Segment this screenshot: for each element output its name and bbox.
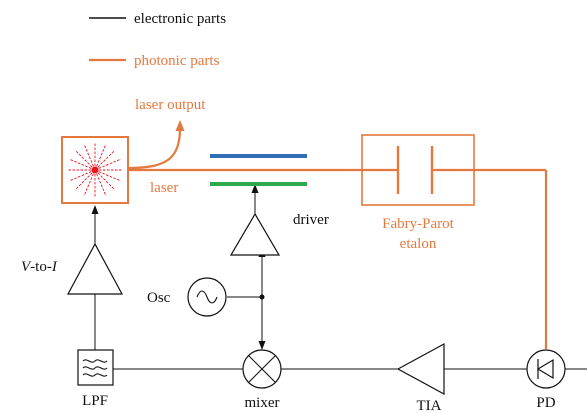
- laser-output-arrowhead: [175, 120, 185, 131]
- legend-photonic-label: photonic parts: [134, 53, 220, 69]
- laser-output-label: laser output: [135, 97, 206, 113]
- photodiode: [526, 349, 566, 389]
- fabry-perot-label-line1: Fabry-Parot: [382, 216, 454, 232]
- laser-block: [61, 136, 129, 204]
- laser-label: laser: [150, 180, 178, 196]
- osc-label: Osc: [147, 290, 171, 306]
- photonic-path: [127, 127, 548, 349]
- laser-output-branch: [127, 127, 182, 170]
- tia-amplifier: [396, 342, 445, 396]
- sine-wave-icon: [196, 290, 218, 304]
- pd-label: PD: [536, 395, 555, 411]
- lpf-label: LPF: [82, 393, 108, 409]
- tia-label: TIA: [417, 398, 442, 413]
- legend: electronic parts photonic parts: [89, 11, 226, 69]
- filter-wave-icon: [82, 359, 108, 377]
- electronic-wiring: [94, 188, 587, 370]
- driver-amplifier: [229, 212, 281, 256]
- arrow-to-electrode: [251, 184, 259, 193]
- pd-diode-icon: [536, 358, 554, 380]
- v-to-i-label: V-to-I: [21, 259, 58, 275]
- mixer-cross-b: [248, 355, 276, 383]
- low-pass-filter: [77, 349, 114, 386]
- fabry-perot-etalon: [361, 134, 475, 206]
- legend-electronic-label: electronic parts: [134, 11, 226, 27]
- mixer: [242, 349, 282, 389]
- laser-core: [91, 166, 99, 174]
- laser-starburst-icon: [67, 142, 123, 198]
- junction-node: [259, 294, 265, 300]
- arrow-to-mixer: [258, 341, 266, 350]
- fabry-perot-label-line2: etalon: [400, 236, 437, 252]
- arrowheads: [91, 184, 266, 350]
- oscillator: [187, 277, 227, 317]
- driver-label: driver: [293, 212, 329, 228]
- etalon-box: [361, 134, 475, 206]
- mixer-label: mixer: [245, 395, 280, 411]
- v-to-i-amplifier: [66, 242, 124, 295]
- arrow-to-laser: [91, 205, 99, 214]
